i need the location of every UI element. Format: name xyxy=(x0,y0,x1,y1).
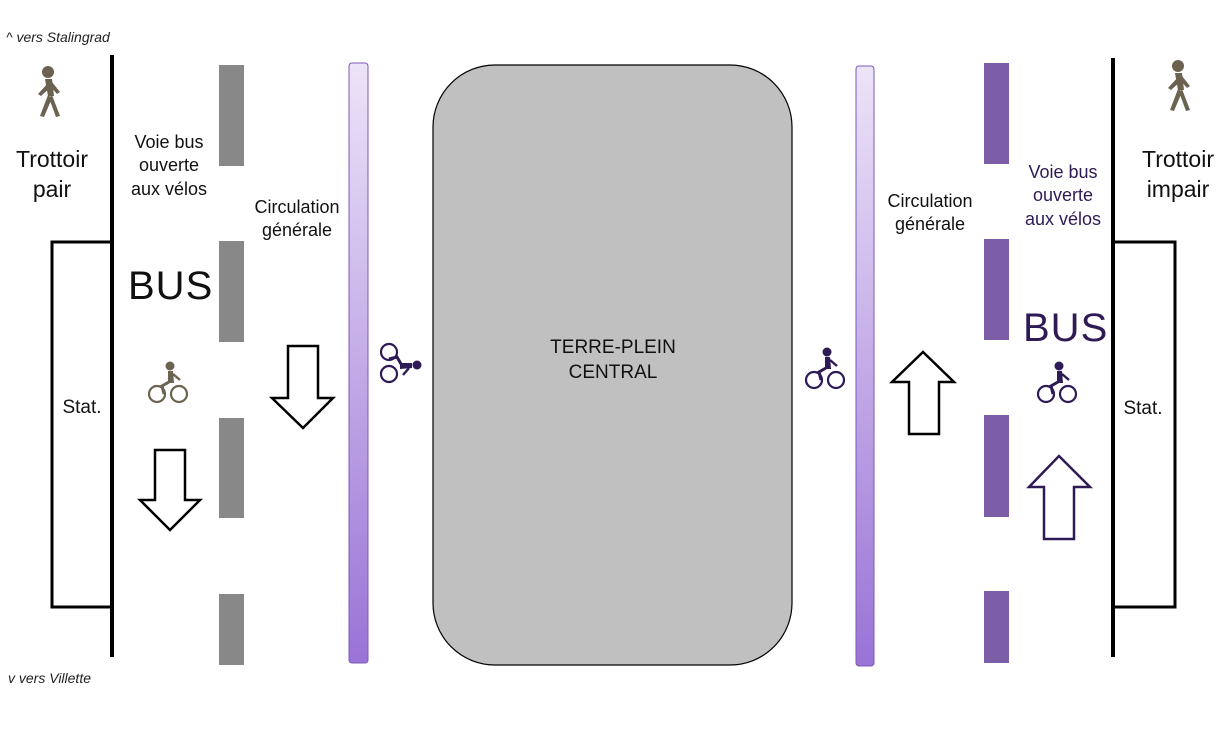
arrow-down-icon xyxy=(268,344,337,430)
right-bike-lane xyxy=(855,65,875,667)
arrow-up-icon xyxy=(1026,454,1094,541)
left-parking-bay xyxy=(50,240,112,609)
arrow-down-icon xyxy=(136,448,204,532)
left-lane-divider xyxy=(219,65,244,665)
left-general-traffic-label: Circulation générale xyxy=(254,197,340,241)
left-bus-lane-label: Voie bus ouverte aux vélos xyxy=(130,132,208,199)
arrow-up-icon xyxy=(888,350,958,436)
right-general-traffic-label: Circulation générale xyxy=(887,191,973,235)
right-lane-divider xyxy=(984,63,1009,663)
north-direction-label: ^ vers Stalingrad xyxy=(6,29,110,45)
left-bus-marking: BUS xyxy=(128,264,214,308)
right-parking-bay xyxy=(1113,240,1177,609)
cyclist-icon xyxy=(804,346,846,390)
right-bus-lane-label: Voie bus ouverte aux vélos xyxy=(1024,162,1102,229)
pedestrian-icon xyxy=(38,66,60,117)
right-sidewalk-label: Trottoir impair xyxy=(1142,146,1214,202)
central-median xyxy=(432,64,793,666)
cyclist-icon xyxy=(147,360,189,404)
right-parking-label: Stat. xyxy=(1123,398,1163,419)
cyclist-icon xyxy=(379,342,423,384)
cyclist-icon xyxy=(1036,360,1078,404)
median-label: TERRE-PLEIN CENTRAL xyxy=(550,337,676,383)
left-bike-lane xyxy=(348,62,369,664)
left-parking-label: Stat. xyxy=(62,397,102,418)
right-bus-marking: BUS xyxy=(1023,306,1109,350)
left-sidewalk-label: Trottoir pair xyxy=(16,146,88,202)
pedestrian-icon xyxy=(1168,60,1190,111)
south-direction-label: v vers Villette xyxy=(8,670,91,686)
